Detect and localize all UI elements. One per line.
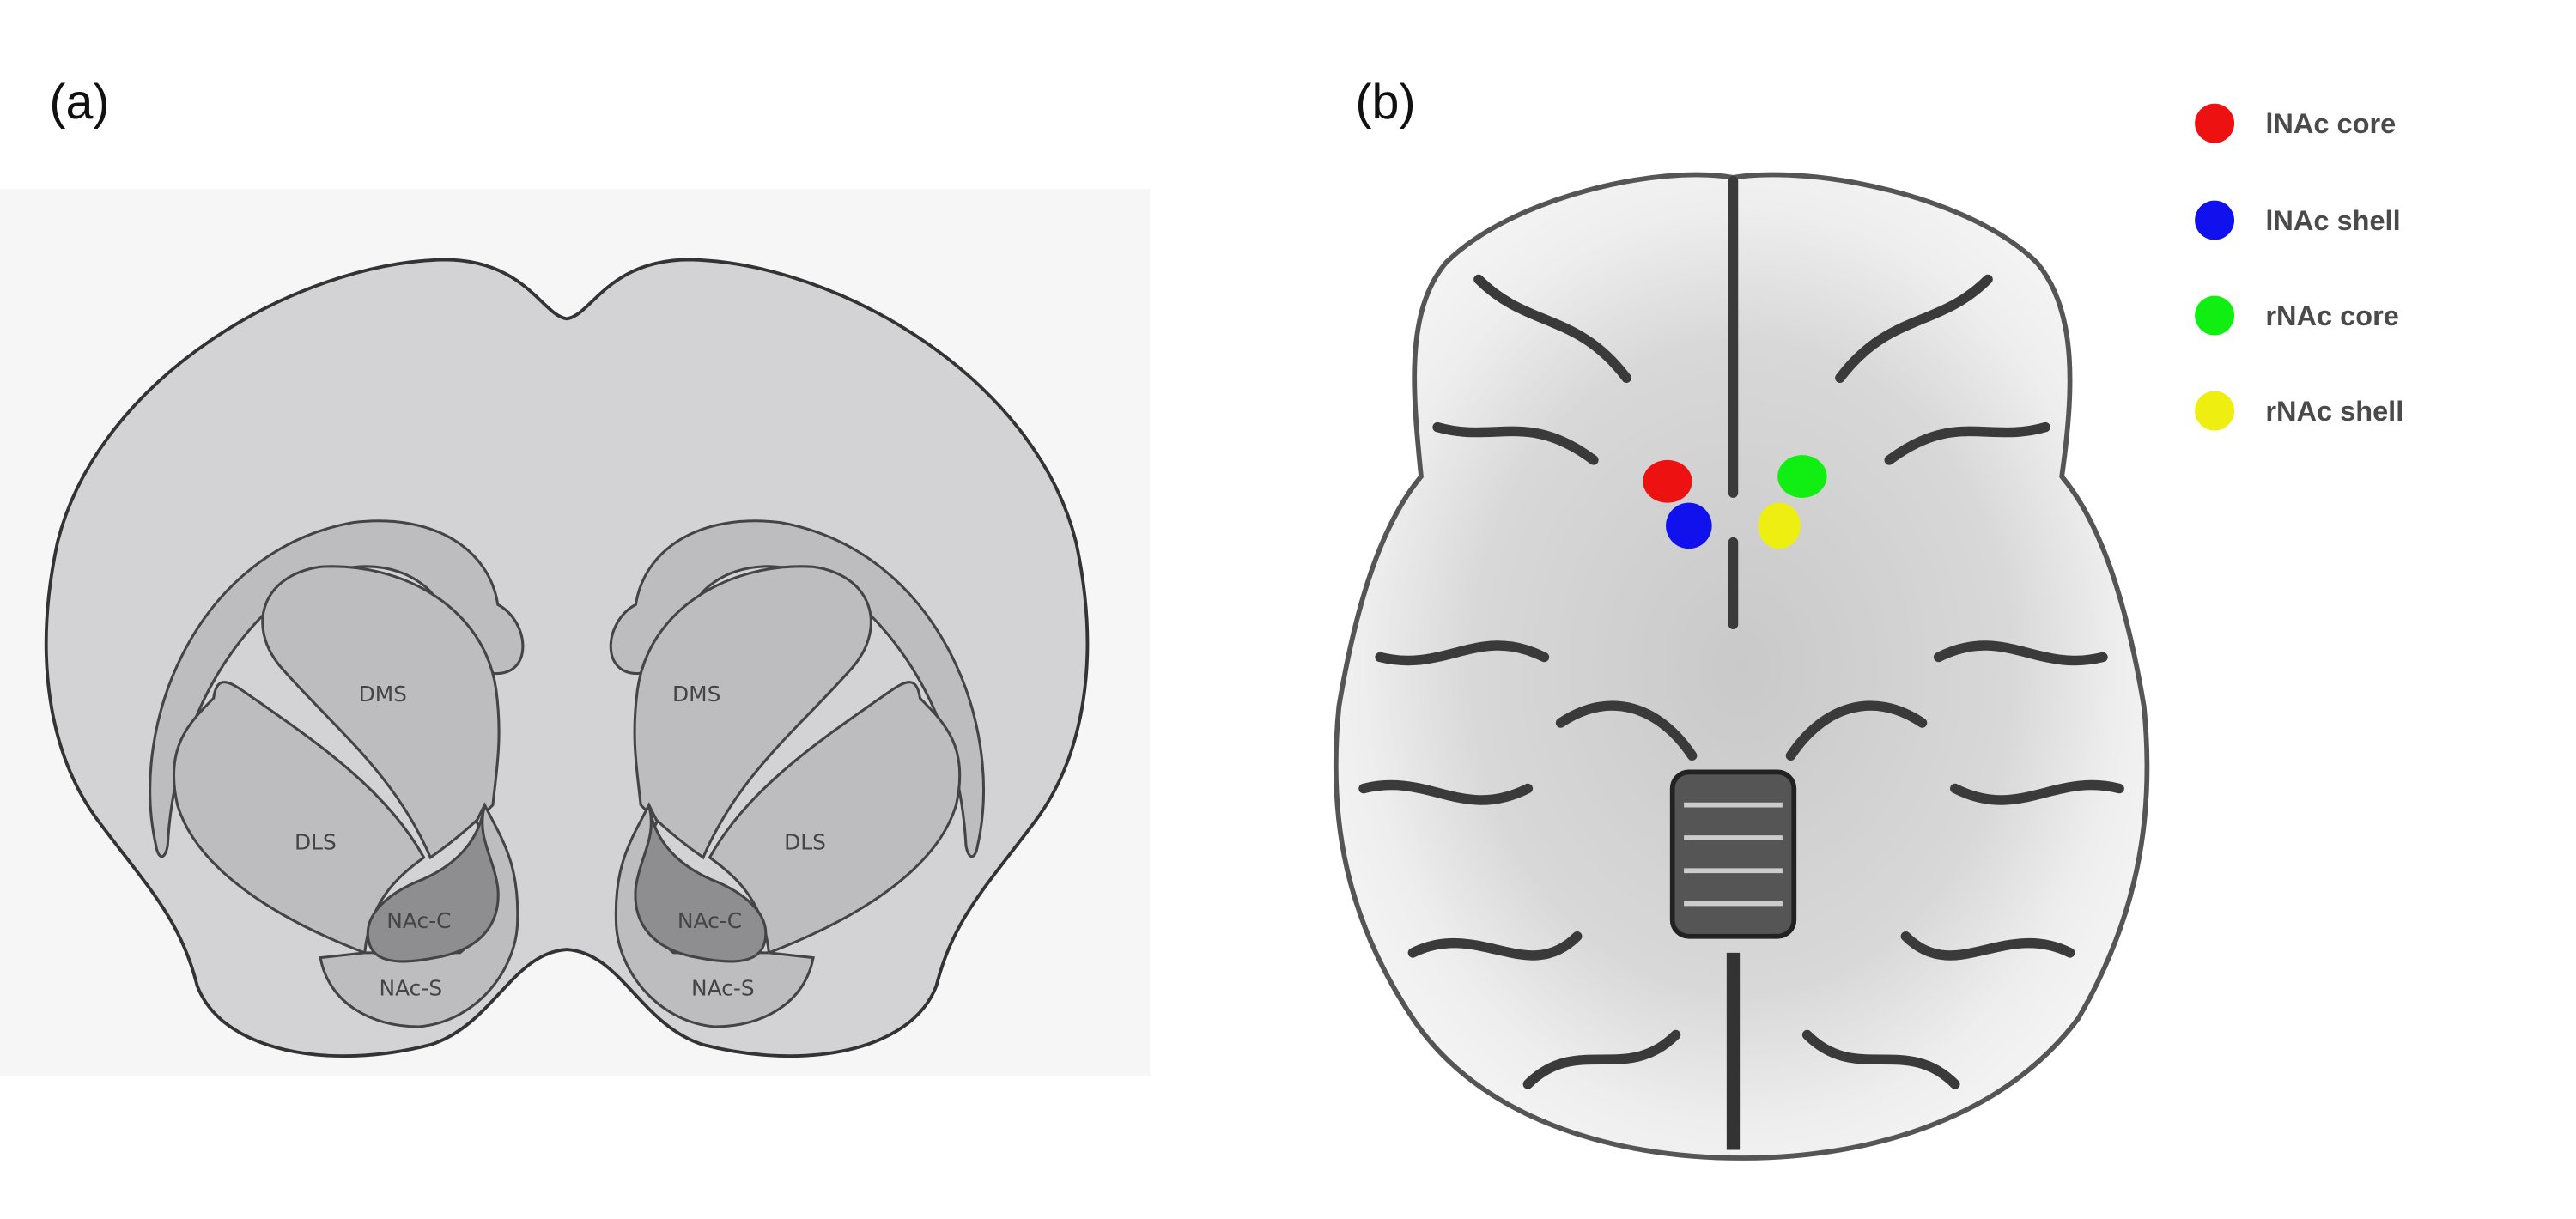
panel-a-label: (a) <box>49 75 109 130</box>
lnac-core-overlay <box>1643 459 1692 503</box>
label-dls-left: DLS <box>295 829 337 854</box>
legend-marker-rnac-core <box>2195 295 2235 336</box>
label-nacc-right: NAc-C <box>677 908 742 933</box>
legend-label-lnac-shell: lNAc shell <box>2265 205 2400 236</box>
label-dms-left: DMS <box>359 682 407 707</box>
legend-marker-lnac-core <box>2195 103 2235 143</box>
label-nacs-left: NAc-S <box>380 976 443 1001</box>
legend-label-rnac-shell: rNAc shell <box>2265 396 2403 427</box>
legend-marker-lnac-shell <box>2195 200 2235 240</box>
panel-b-label: (b) <box>1355 75 1415 130</box>
legend-label-rnac-core: rNAc core <box>2265 300 2398 331</box>
legend-marker-rnac-shell <box>2195 391 2235 431</box>
lnac-shell-overlay <box>1666 502 1712 549</box>
label-dls-right: DLS <box>784 829 826 854</box>
rnac-shell-overlay <box>1758 502 1801 549</box>
legend: lNAc core lNAc shell rNAc core rNAc shel… <box>2195 103 2403 431</box>
label-nacs-right: NAc-S <box>691 976 755 1001</box>
label-dms-right: DMS <box>672 682 720 707</box>
label-nacc-left: NAc-C <box>386 908 451 933</box>
legend-label-lnac-core: lNAc core <box>2265 108 2396 139</box>
mri-axial-slice <box>1333 172 2150 1161</box>
rnac-core-overlay <box>1777 455 1827 498</box>
